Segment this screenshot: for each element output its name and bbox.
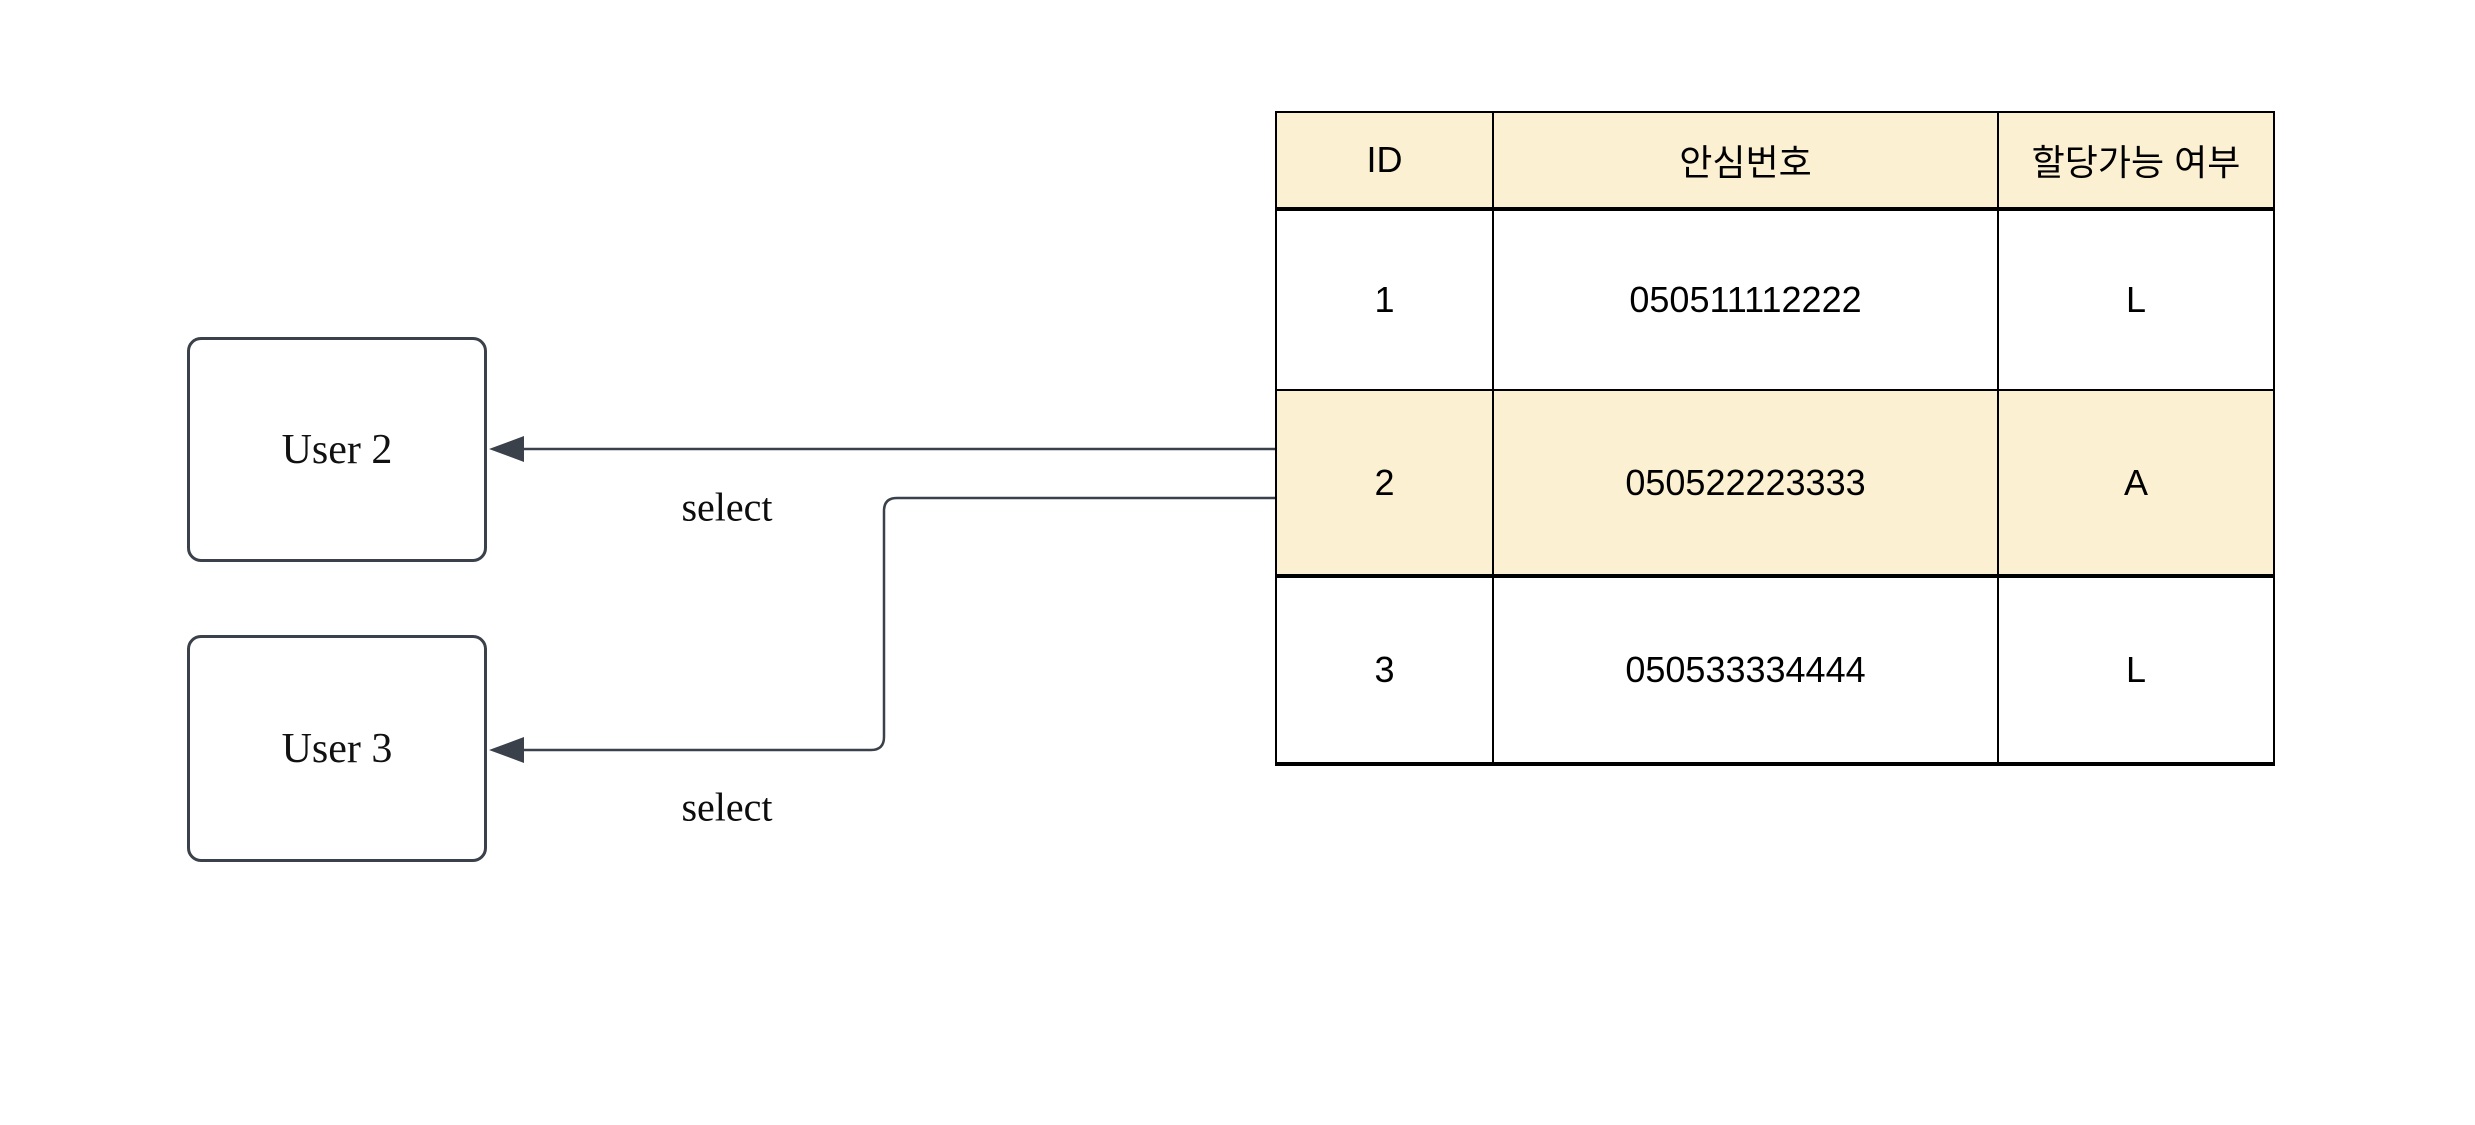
node-user3-label: User 3 [281,725,393,772]
header-cell-assignable: 할당가능 여부 [1997,111,2275,211]
header-cell-id: ID [1275,111,1494,211]
edge-select-user3 [489,496,1275,763]
edge-label-select-user2: select [681,484,773,530]
header-cell-safe-number: 안심번호 [1492,111,1999,211]
edge-label-select-user3: select [681,784,773,830]
arrowhead-left-icon [489,436,524,462]
cell-assignable: A [1997,389,2275,578]
table-row: 3 050533334444 L [1275,575,2275,766]
node-user3: User 3 [187,635,487,862]
cell-assignable: L [1997,575,2275,766]
table-header-row: ID 안심번호 할당가능 여부 [1275,111,2275,211]
cell-safe-number: 050533334444 [1492,575,1999,766]
node-user2-label: User 2 [281,426,393,473]
cell-safe-number: 050511112222 [1492,208,1999,391]
cell-id: 1 [1275,208,1494,391]
table-row: 1 050511112222 L [1275,208,2275,391]
node-user2: User 2 [187,337,487,562]
arrowhead-left-icon [489,737,524,763]
cell-id: 2 [1275,389,1494,578]
table-row: 2 050522223333 A [1275,389,2275,578]
cell-id: 3 [1275,575,1494,766]
safe-number-table: ID 안심번호 할당가능 여부 1 050511112222 L 2 05052… [1275,111,2275,766]
edge-select-user2 [489,436,1275,462]
edge-select-user3-line [522,496,1275,752]
cell-safe-number: 050522223333 [1492,389,1999,578]
cell-assignable: L [1997,208,2275,391]
